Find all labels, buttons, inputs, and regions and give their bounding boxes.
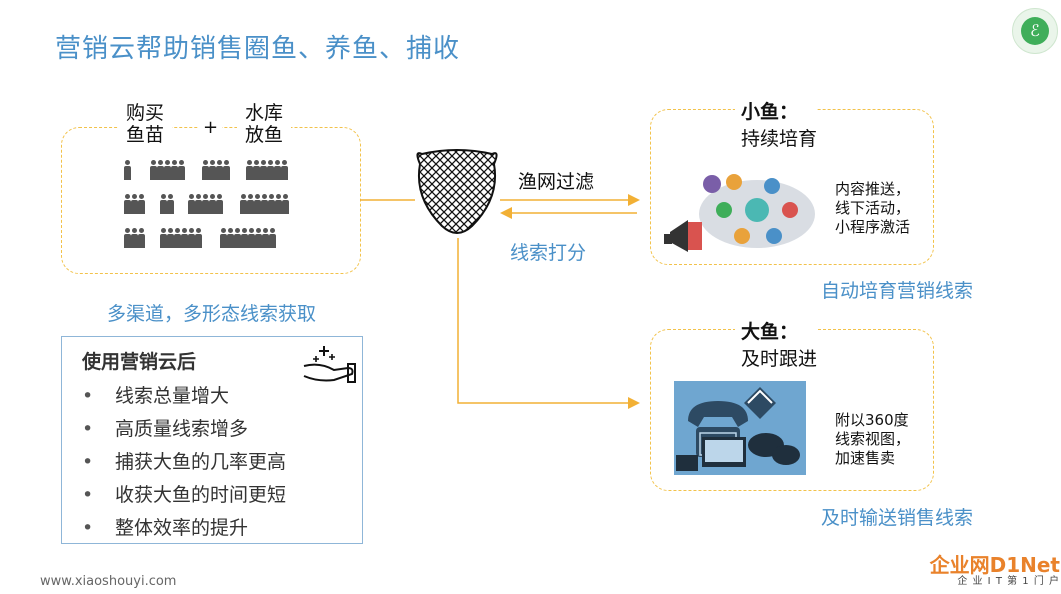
lead-score-label: 线索打分 [510, 242, 587, 264]
big-fish-caption: 及时输送销售线索 [821, 507, 974, 529]
list-item: •线索总量增大 [82, 385, 230, 407]
sparkle-hand-icon [303, 346, 356, 383]
benefits-title: 使用营销云后 [82, 351, 197, 373]
net-filter-label: 渔网过滤 [518, 171, 595, 193]
big-fish-desc: 附以360度 线索视图， 加速售卖 [835, 411, 911, 467]
communication-devices-illustration [674, 381, 806, 475]
reservoir-label: 水库 放鱼 [237, 102, 292, 146]
list-item: •整体效率的提升 [82, 517, 249, 539]
fishing-net-icon [416, 149, 498, 234]
marketing-channels-illustration [664, 174, 815, 252]
big-fish-arrow [457, 238, 640, 409]
page-title: 营销云帮助销售圈鱼、养鱼、捕收 [55, 34, 461, 64]
fry-label: 购买 鱼苗 [118, 102, 173, 146]
brand-logo: ℰ [1012, 8, 1058, 54]
channel-caption: 多渠道，多形态线索获取 [107, 303, 317, 325]
watermark-logo: 企业网D1Net 企 业 I T 第 1 门 户 [929, 553, 1060, 587]
footer-url: www.xiaoshouyi.com [40, 574, 177, 589]
small-fish-heading: 小鱼： 持续培育 [735, 97, 818, 151]
small-fish-caption: 自动培育营销线索 [821, 280, 974, 302]
benefits-list: •线索总量增大 •高质量线索增多 •捕获大鱼的几率更高 •收获大鱼的时间更短 •… [82, 382, 286, 547]
big-fish-heading: 大鱼： 及时跟进 [735, 317, 818, 371]
crowd-icon [124, 160, 294, 250]
benefits-panel [61, 336, 363, 544]
leaf-icon: ℰ [1021, 17, 1049, 45]
list-item: •捕获大鱼的几率更高 [82, 451, 287, 473]
list-item: •收获大鱼的时间更短 [82, 484, 287, 506]
small-fish-desc: 内容推送， 线下活动， 小程序激活 [835, 180, 911, 236]
plus-sign: + [199, 117, 223, 138]
list-item: •高质量线索增多 [82, 418, 249, 440]
